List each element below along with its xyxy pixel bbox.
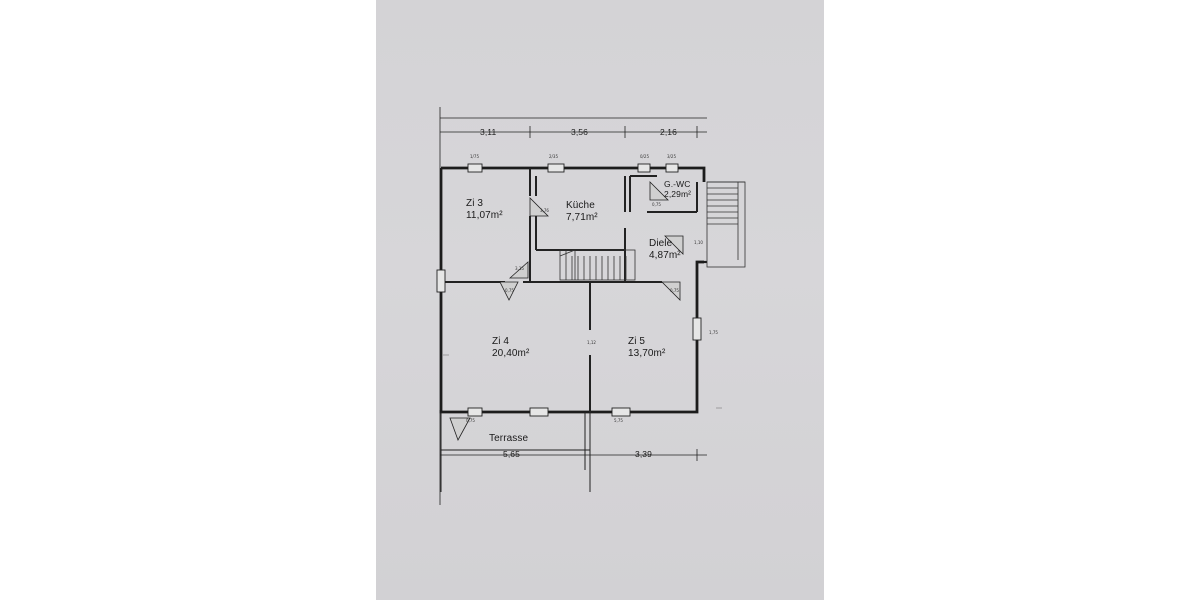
svg-text:0/25: 0/25 (640, 154, 649, 159)
svg-text:0,75: 0,75 (670, 288, 679, 293)
svg-text:3/25: 3/25 (667, 154, 676, 159)
room-area-kueche: 7,71m² (566, 212, 598, 223)
room-name-zi4: Zi 4 (492, 336, 510, 347)
dim-bottom-1: 5,65 (503, 449, 520, 459)
room-name-kueche: Küche (566, 200, 595, 211)
svg-text:1,10: 1,10 (694, 240, 703, 245)
svg-text:1,75: 1,75 (709, 330, 718, 335)
terrace-label: Terrasse (489, 433, 529, 444)
room-area-zi5: 13,70m² (628, 348, 666, 359)
room-area-zi3: 11,07m² (466, 210, 503, 221)
floor-plan-paper (376, 0, 824, 600)
room-name-zi5: Zi 5 (628, 336, 646, 347)
room-area-diele: 4,87m² (649, 250, 681, 261)
dim-bottom-2: 3,39 (635, 449, 652, 459)
svg-text:3,15: 3,15 (515, 266, 524, 271)
svg-text:0,75: 0,75 (505, 288, 514, 293)
svg-text:3,76: 3,76 (540, 208, 549, 213)
svg-text:0,75: 0,75 (466, 418, 475, 423)
svg-text:2/35: 2/35 (549, 154, 558, 159)
svg-text:1,12: 1,12 (587, 340, 596, 345)
room-area-gwc: 2,29m² (664, 189, 692, 199)
dim-top-1: 3,11 (480, 127, 497, 137)
outdoor-stairs (706, 181, 746, 268)
room-name-gwc: G.-WC (664, 179, 691, 189)
svg-text:5,75: 5,75 (614, 418, 623, 423)
svg-text:1/75: 1/75 (470, 154, 479, 159)
outer-walls (439, 166, 707, 414)
windows (436, 163, 702, 417)
stairs (559, 249, 636, 281)
svg-text:0,75: 0,75 (652, 202, 661, 207)
inner-walls (441, 168, 698, 412)
terrace-outline (440, 412, 591, 492)
dim-top-2: 3,56 (571, 127, 588, 137)
room-name-diele: Diele (649, 238, 673, 249)
dim-top-3: 2,16 (660, 127, 677, 137)
room-area-zi4: 20,40m² (492, 348, 530, 359)
door-swings (449, 181, 684, 441)
small-annotations: 1/75 2/35 0/25 3/25 3,76 0,75 3,15 0,75 … (466, 154, 718, 423)
hatch-marks (443, 354, 722, 409)
room-name-zi3: Zi 3 (466, 198, 484, 209)
